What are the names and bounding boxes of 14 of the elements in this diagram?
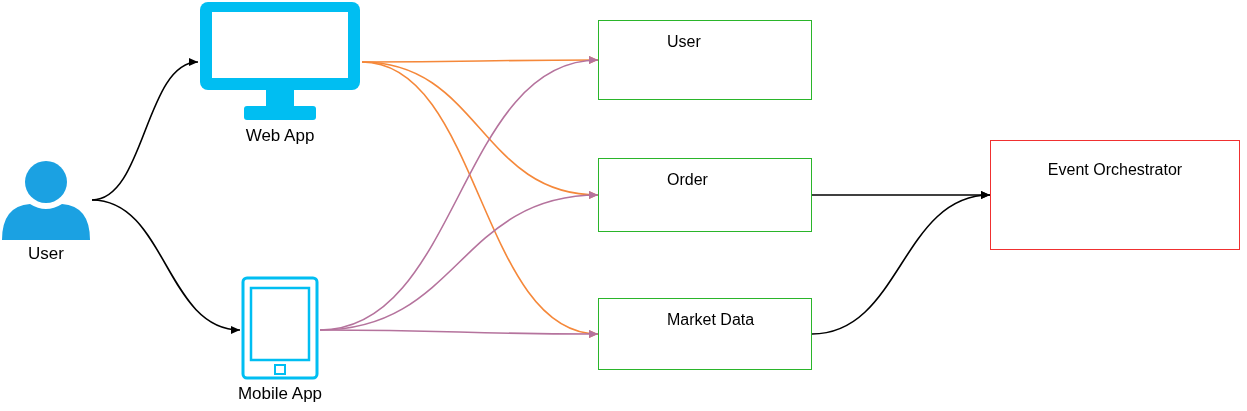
icon-caption: User [28,244,64,264]
service-box [598,158,812,232]
icon-caption: Mobile App [237,384,323,404]
service-box [990,140,1240,250]
node-title: Event Orchestrator [1047,160,1183,180]
node-title: Order [667,170,708,190]
node-title: User [667,32,701,52]
service-box [598,298,812,370]
arrow [319,329,599,338]
icon-caption: Web App [245,126,315,146]
service-box [598,20,812,100]
arrow [811,192,991,335]
arrow [91,199,241,333]
node-title: Market Data [667,310,755,330]
